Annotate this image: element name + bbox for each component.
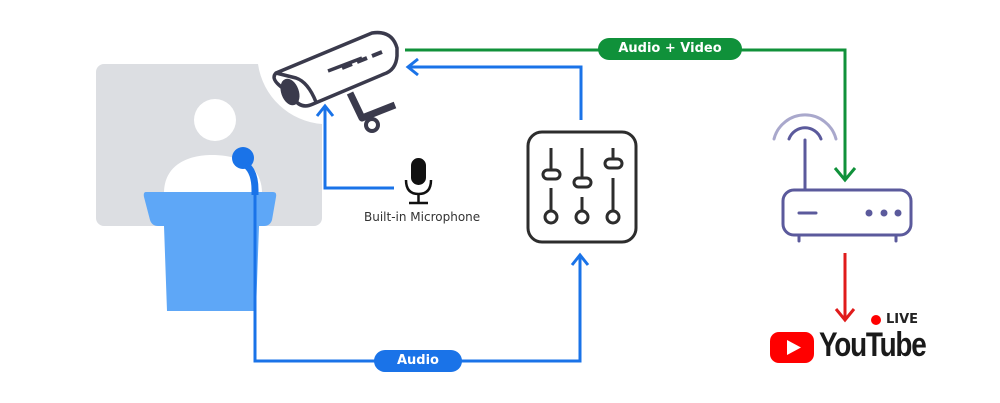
audio-line-mic-to-camera [323, 106, 394, 190]
microphone-label: Built-in Microphone [364, 210, 481, 224]
edge-label-audio: Audio [374, 350, 462, 372]
speaker-background-card [96, 64, 322, 226]
arrow-into-router [833, 167, 857, 183]
edge-label-audio-video: Audio + Video [598, 38, 742, 60]
podium-mic-stem [243, 162, 259, 195]
router-icon [772, 113, 913, 243]
live-dot-icon [871, 315, 881, 325]
arrow-into-youtube [834, 308, 856, 323]
av-line-camera-to-router [405, 48, 847, 180]
youtube-wordmark: YouTube [819, 326, 927, 364]
camera-icon [272, 30, 399, 133]
speaker-head-icon [194, 99, 236, 141]
youtube-logo-icon [770, 332, 814, 363]
arrow-into-camera-right [405, 57, 419, 77]
microphone-icon [404, 158, 433, 205]
mixer-icon [526, 130, 638, 244]
audio-line-mixer-to-camera [408, 65, 583, 120]
arrow-into-camera-bottom [315, 103, 335, 117]
arrow-into-mixer [570, 252, 590, 266]
live-badge: LIVE [886, 312, 919, 327]
podium-icon [143, 192, 277, 311]
